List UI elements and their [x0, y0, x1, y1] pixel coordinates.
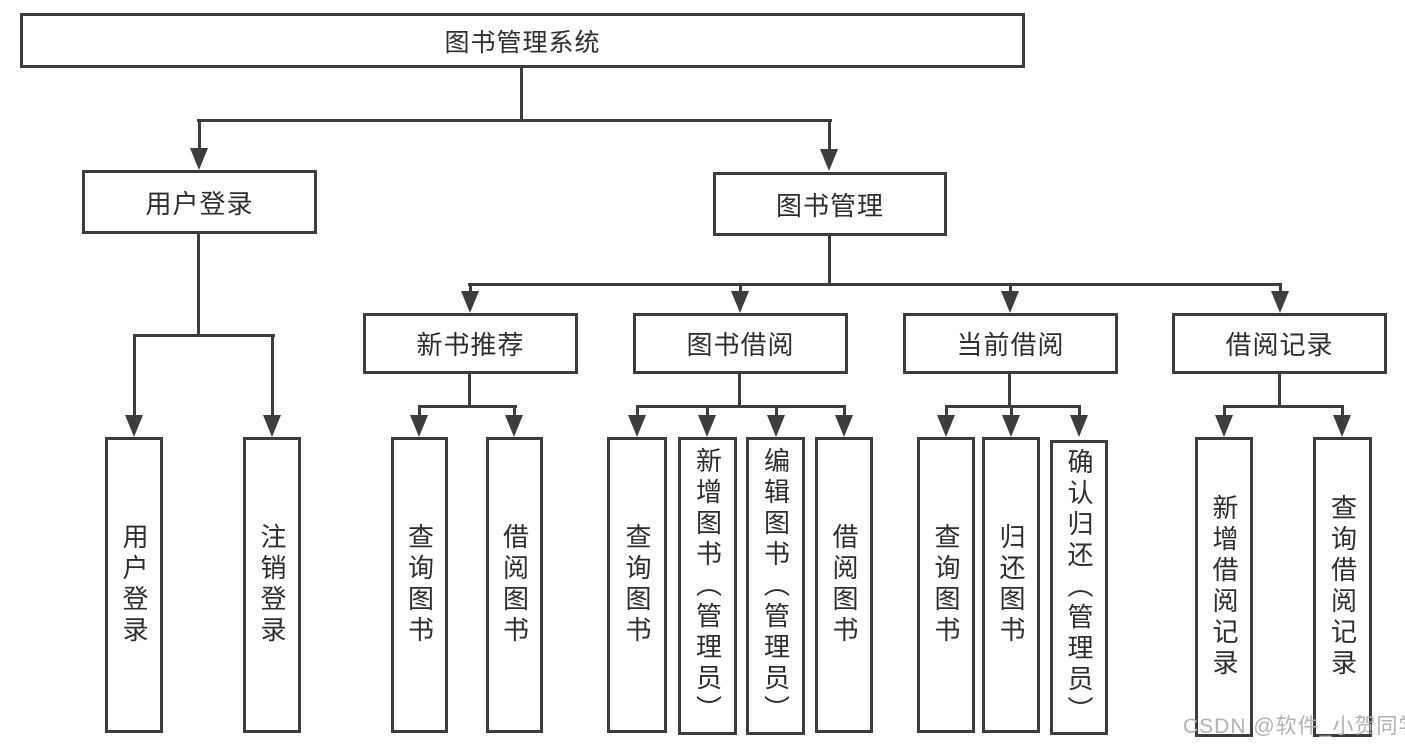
- connector-line: [468, 374, 471, 408]
- node-label: 新书推荐: [416, 330, 525, 360]
- node-label: 编辑图书（管理员）: [760, 446, 791, 726]
- arrow-down-icon: [1002, 405, 1020, 437]
- connector-line: [945, 405, 1081, 408]
- node-leaf-edit-book-admin: 编辑图书（管理员）: [746, 437, 805, 735]
- arrow-down-icon: [190, 119, 208, 170]
- connector-line: [738, 374, 741, 408]
- node-label: 注销登录: [257, 523, 287, 647]
- node-leaf-confirm-return-admin: 确认归还（管理员）: [1050, 440, 1108, 735]
- node-label: 新增借阅记录: [1209, 494, 1239, 680]
- node-label: 归还图书: [996, 523, 1026, 647]
- node-leaf-logout: 注销登录: [243, 437, 301, 733]
- connector-line: [520, 68, 523, 122]
- node-label: 借阅图书: [499, 523, 530, 647]
- arrow-down-icon: [937, 405, 955, 437]
- node-label: 查询图书: [404, 523, 435, 647]
- node-leaf-borrow-book-1: 借阅图书: [486, 437, 543, 733]
- node-leaf-borrow-book-2: 借阅图书: [815, 437, 873, 733]
- arrow-down-icon: [767, 405, 785, 437]
- arrow-down-icon: [820, 119, 838, 171]
- arrow-down-icon: [461, 283, 479, 313]
- node-leaf-add-borrow-record: 新增借阅记录: [1195, 437, 1253, 737]
- node-leaf-query-book-2: 查询图书: [607, 437, 667, 733]
- node-label: 新增图书（管理员）: [692, 446, 723, 726]
- connector-line: [1223, 405, 1344, 408]
- node-leaf-user-login: 用户登录: [105, 437, 163, 733]
- node-user-login: 用户登录: [82, 170, 317, 234]
- connector-line: [197, 119, 832, 122]
- arrow-down-icon: [1271, 283, 1289, 313]
- arrow-down-icon: [505, 405, 523, 437]
- node-leaf-query-book-3: 查询图书: [917, 437, 975, 733]
- arrow-down-icon: [125, 334, 143, 437]
- node-label: 图书借阅: [686, 330, 795, 360]
- node-label: 用户登录: [145, 188, 254, 219]
- node-label: 确认归还（管理员）: [1064, 448, 1094, 727]
- connector-line: [828, 236, 831, 286]
- connector-line: [1278, 374, 1281, 408]
- node-new-book-recommend: 新书推荐: [363, 313, 578, 374]
- arrow-down-icon: [1215, 405, 1233, 437]
- connector-line: [133, 334, 275, 337]
- node-label: 查询图书: [622, 523, 652, 647]
- node-label: 查询图书: [931, 523, 961, 647]
- arrow-down-icon: [698, 405, 716, 437]
- connector-line: [418, 405, 517, 408]
- node-leaf-query-book-1: 查询图书: [391, 437, 448, 733]
- node-leaf-return-book: 归还图书: [982, 437, 1040, 733]
- node-label: 借阅图书: [829, 523, 859, 647]
- arrow-down-icon: [835, 405, 853, 437]
- node-book-borrow: 图书借阅: [633, 313, 848, 374]
- csdn-watermark: CSDN @软件_小贺同学: [1183, 715, 1405, 738]
- node-label: 查询借阅记录: [1327, 494, 1358, 680]
- node-label: 借阅记录: [1225, 330, 1334, 360]
- node-library-management-system: 图书管理系统: [20, 13, 1025, 68]
- node-book-management: 图书管理: [713, 172, 947, 236]
- node-label: 当前借阅: [956, 330, 1065, 360]
- node-label: 图书管理: [775, 190, 884, 221]
- arrow-down-icon: [1070, 405, 1088, 437]
- arrow-down-icon: [731, 283, 749, 313]
- node-leaf-add-book-admin: 新增图书（管理员）: [678, 437, 737, 735]
- node-label: 图书管理系统: [444, 28, 601, 57]
- node-current-borrow: 当前借阅: [903, 313, 1118, 374]
- arrow-down-icon: [410, 405, 428, 437]
- connector-line: [197, 234, 200, 337]
- arrow-down-icon: [263, 334, 281, 437]
- connector-line: [468, 283, 1282, 286]
- node-borrow-records: 借阅记录: [1172, 313, 1387, 374]
- connector-line: [1008, 374, 1011, 408]
- arrow-down-icon: [1333, 405, 1351, 437]
- node-leaf-query-borrow-record: 查询借阅记录: [1313, 437, 1372, 737]
- arrow-down-icon: [628, 405, 646, 437]
- connector-line: [636, 405, 846, 408]
- node-label: 用户登录: [119, 523, 149, 647]
- arrow-down-icon: [1001, 283, 1019, 313]
